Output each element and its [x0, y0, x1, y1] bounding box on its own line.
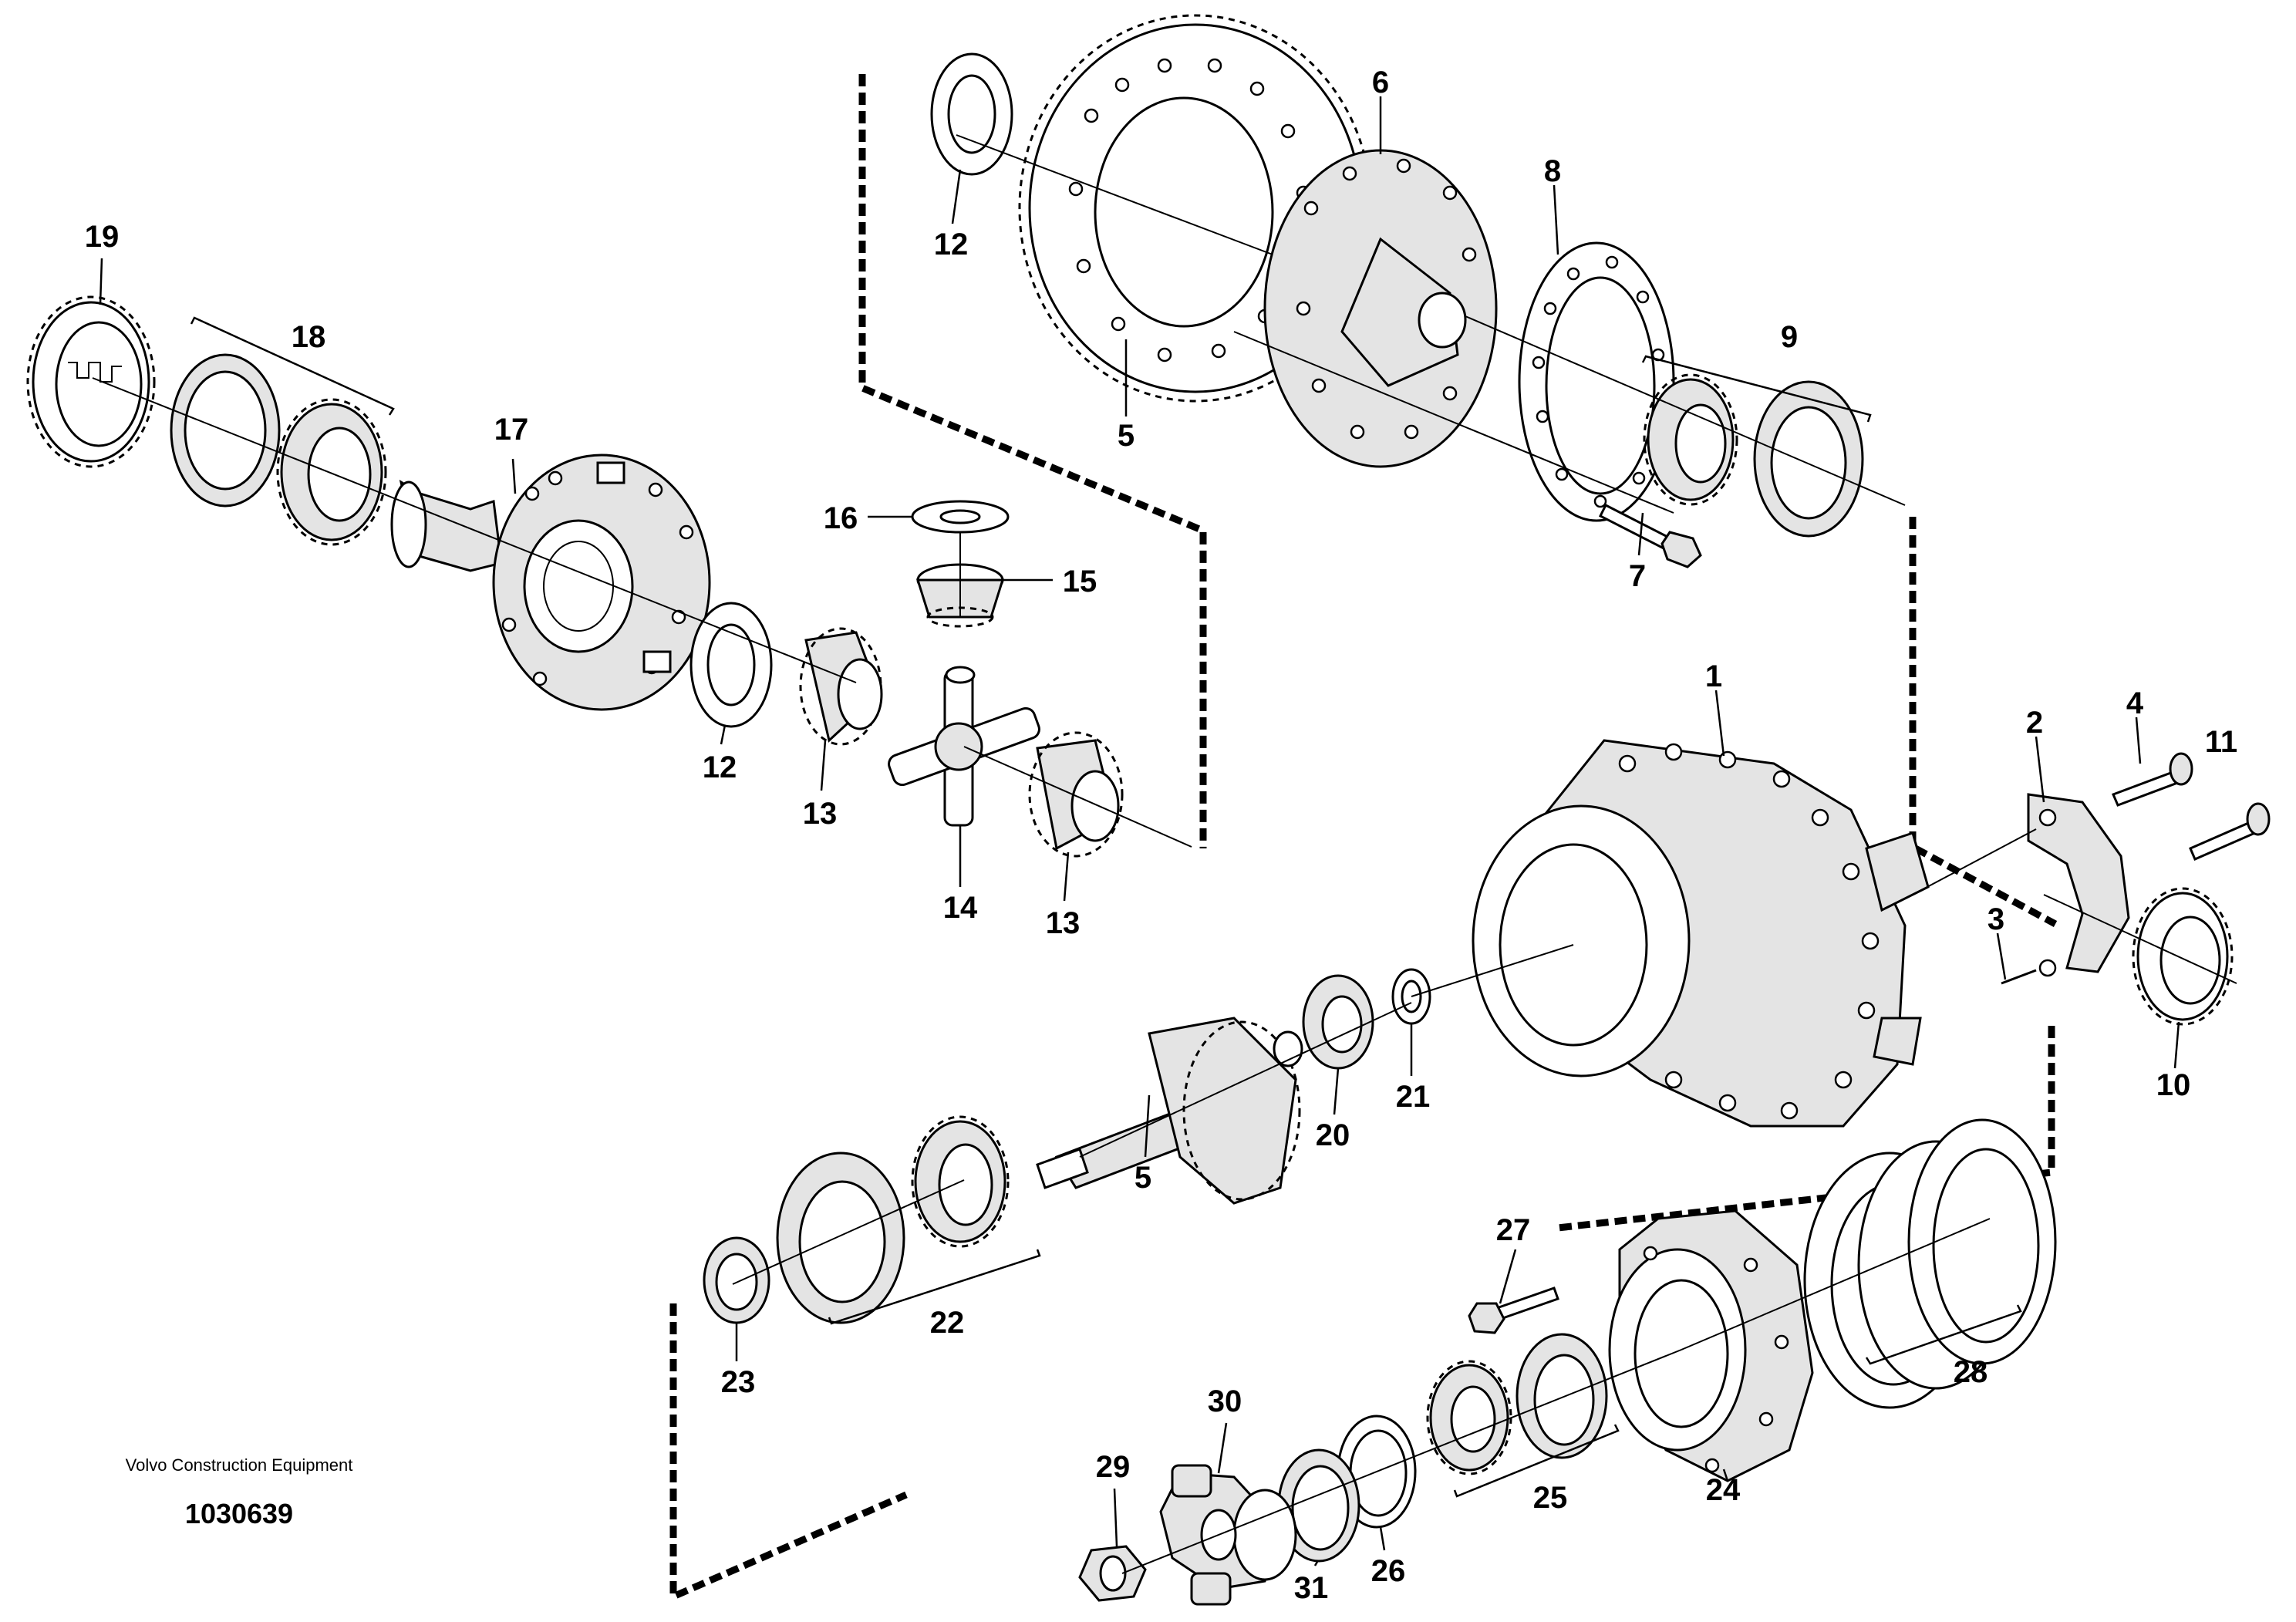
part-3-pin: [2001, 969, 2037, 985]
part-13-side-gear-left: [799, 627, 883, 746]
callout-8: 8: [1544, 154, 1561, 188]
part-11-bolt: [2189, 802, 2271, 861]
part-19-slotted-nut: [26, 295, 156, 468]
leader-lines: [99, 96, 2180, 1566]
callout-6: 6: [1372, 66, 1389, 99]
callout-14: 14: [943, 891, 978, 925]
callout-18: 18: [292, 320, 326, 354]
part-2-bearing-cap: [2027, 793, 2130, 977]
callout-23: 23: [721, 1365, 756, 1399]
part-4-bolt: [2112, 752, 2193, 807]
part-13-side-gear-right: [1028, 731, 1124, 858]
callout-4: 4: [2126, 686, 2144, 720]
part-14-spider-cross: [888, 666, 1040, 827]
part-24-bearing-housing: [1608, 1209, 1814, 1482]
callout-2: 2: [2026, 706, 2043, 740]
part-17-diff-housing-half: [390, 454, 711, 711]
callout-1: 1: [1705, 659, 1722, 693]
callout-13-right: 13: [1046, 906, 1081, 940]
callout-17: 17: [494, 413, 529, 447]
drawing-number: 1030639: [184, 1498, 294, 1529]
callout-24: 24: [1706, 1473, 1741, 1507]
callout-13-left: 13: [803, 797, 838, 831]
part-22-bearing: [776, 1115, 1010, 1324]
callout-7: 7: [1629, 559, 1646, 593]
part-20-spigot-bearing: [1302, 974, 1374, 1070]
callout-5-pinion: 5: [1135, 1161, 1151, 1195]
callout-30: 30: [1208, 1384, 1242, 1418]
part-8-locking-plate: [1518, 241, 1675, 522]
callout-15: 15: [1063, 565, 1097, 599]
part-7-bolt: [1598, 503, 1702, 568]
callout-27: 27: [1496, 1213, 1531, 1247]
callout-3: 3: [1988, 902, 2004, 936]
assembly-axis-lines: [92, 134, 2237, 1574]
callout-31: 31: [1294, 1571, 1329, 1605]
callout-22: 22: [930, 1306, 965, 1340]
callout-labels: 1 2 3 4 5 5 6 7 8 9 10 11 12 12 13 13 14…: [85, 66, 2237, 1605]
callout-19: 19: [85, 220, 120, 254]
part-25-bearing: [1426, 1333, 1608, 1475]
callout-20: 20: [1316, 1118, 1350, 1152]
part-1-carrier-housing: [1472, 739, 1930, 1128]
callout-21: 21: [1396, 1080, 1431, 1114]
part-18-bearing: [170, 353, 387, 546]
callout-9: 9: [1781, 320, 1798, 354]
callout-16: 16: [824, 501, 858, 535]
callout-5-crown-wheel: 5: [1118, 419, 1135, 453]
part-30-companion-flange: [1159, 1464, 1297, 1606]
part-9-bearing: [1643, 373, 1864, 538]
part-10-slotted-nut: [2132, 887, 2234, 1026]
callout-26: 26: [1371, 1554, 1406, 1588]
part-5-drive-pinion: [1036, 1017, 1303, 1205]
part-16-washer: [911, 500, 1010, 534]
callout-28: 28: [1954, 1355, 1988, 1389]
callout-25: 25: [1533, 1481, 1568, 1515]
callout-10: 10: [2156, 1068, 2191, 1102]
part-12-thrust-washer-top: [930, 52, 1013, 176]
part-12-thrust-washer-left: [689, 602, 773, 728]
callout-11: 11: [2205, 725, 2237, 759]
part-28-shims: [1803, 1118, 2057, 1409]
part-27-bolt: [1468, 1286, 1559, 1334]
part-23-spacer: [703, 1236, 770, 1324]
manufacturer-label: Volvo Construction Equipment: [125, 1455, 353, 1475]
group-braces: [190, 316, 2022, 1498]
part-29-nut: [1078, 1545, 1147, 1602]
part-6-differential-case: [1263, 149, 1498, 468]
callout-29: 29: [1096, 1450, 1131, 1484]
callout-12-top: 12: [934, 228, 969, 261]
callout-12-left: 12: [703, 750, 737, 784]
dashed-group-boundaries: [669, 74, 2058, 1602]
